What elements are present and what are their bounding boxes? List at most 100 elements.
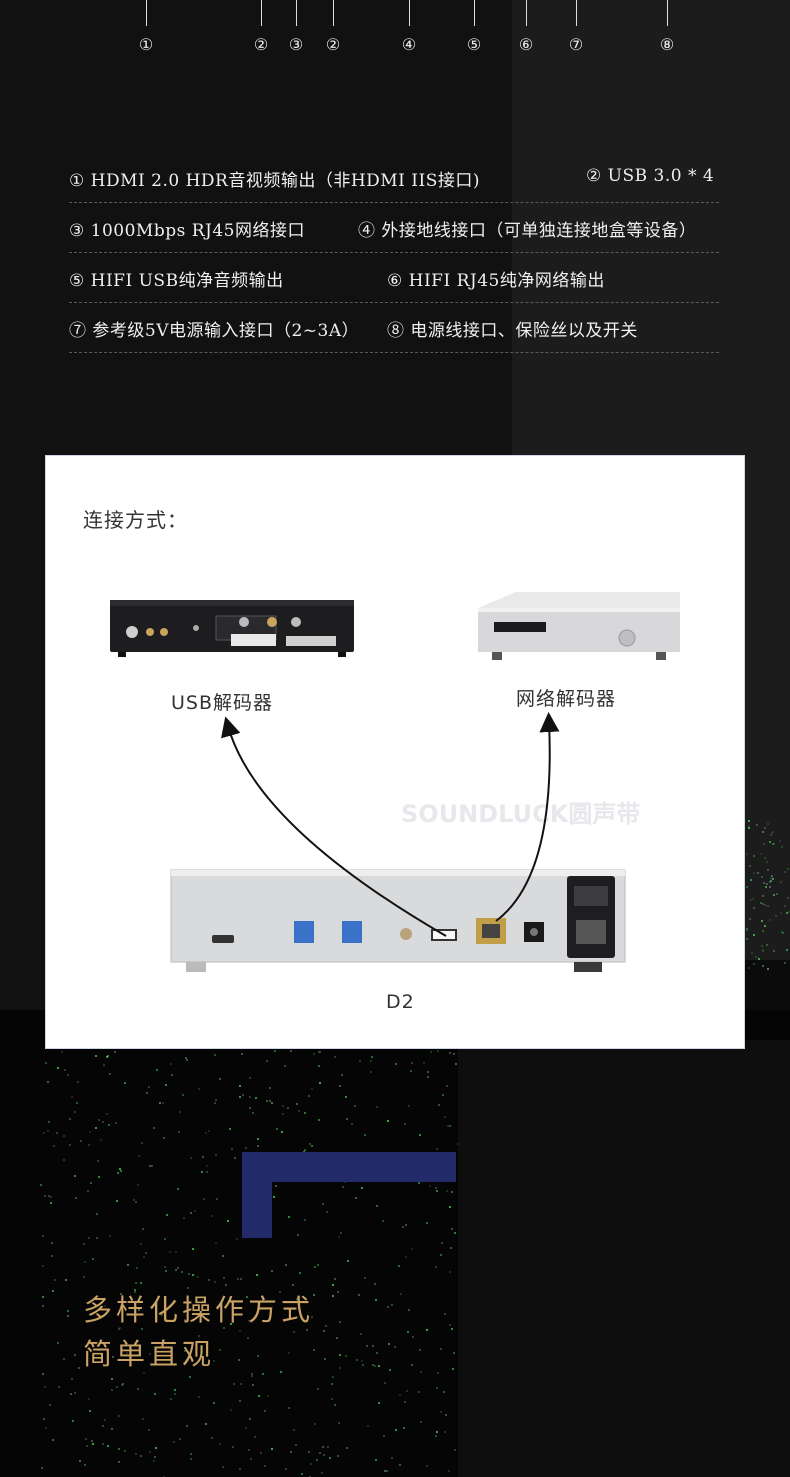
star-dot (164, 1238, 166, 1240)
star-dot (54, 1279, 56, 1281)
star-dot (107, 1445, 109, 1447)
star-dot (71, 1378, 73, 1380)
star-dot (746, 929, 748, 931)
star-dot (391, 1304, 393, 1306)
star-dot (784, 905, 786, 907)
star-dot (762, 930, 764, 932)
star-dot (771, 875, 773, 877)
star-dot (769, 919, 771, 921)
star-dot (751, 952, 753, 954)
star-dot (418, 1391, 420, 1393)
star-dot (331, 1398, 333, 1400)
star-dot (282, 1113, 284, 1115)
star-dot (104, 1419, 106, 1421)
star-dot (100, 1139, 102, 1141)
star-dot (364, 1277, 366, 1279)
star-dot (88, 1237, 90, 1239)
usb-decoder-label: USB解码器 (171, 692, 274, 714)
star-dot (42, 1265, 44, 1267)
star-dot (252, 1384, 254, 1386)
star-dot (317, 1388, 319, 1390)
promo-subline: 简单直观 (83, 1337, 216, 1371)
usb-connection-arrow (221, 716, 447, 937)
star-dot (140, 1455, 142, 1457)
star-dot (48, 1121, 50, 1123)
star-dot (52, 1439, 54, 1441)
star-dot (58, 1386, 60, 1388)
star-dot (67, 1315, 69, 1317)
star-dot (74, 1354, 76, 1356)
connection-diagram-card: 连接方式： SOUNDLUCK圆声带 (45, 455, 745, 1049)
star-dot (222, 1255, 224, 1257)
star-dot (190, 1157, 192, 1159)
star-dot (334, 1404, 336, 1406)
star-dot (395, 1063, 397, 1065)
star-dot (208, 1130, 210, 1132)
star-dot (388, 1343, 390, 1345)
star-dot (779, 840, 781, 842)
star-dot (117, 1172, 119, 1174)
star-dot (454, 1232, 456, 1234)
star-dot (273, 1196, 275, 1198)
star-dot (786, 912, 788, 914)
star-dot (276, 1128, 278, 1130)
star-dot (290, 1050, 292, 1052)
star-dot (405, 1256, 407, 1258)
star-dot (134, 1291, 136, 1293)
star-dot (141, 1328, 143, 1330)
star-dot (767, 968, 769, 970)
star-dot (89, 1131, 91, 1133)
port-number-7: ⑦ (568, 35, 584, 54)
star-dot (780, 912, 782, 914)
star-dot (405, 1224, 407, 1226)
star-dot (336, 1337, 338, 1339)
network-connection-arrow (495, 712, 560, 922)
star-dot (370, 1060, 372, 1062)
star-dot (314, 1266, 316, 1268)
star-dot (426, 1465, 428, 1467)
star-dot (98, 1119, 100, 1121)
star-dot (457, 1143, 458, 1145)
star-dot (74, 1111, 76, 1113)
star-dot (201, 1171, 203, 1173)
star-dot (444, 1116, 446, 1118)
star-dot (753, 963, 755, 965)
star-dot (85, 1438, 87, 1440)
star-dot (322, 1203, 324, 1205)
star-dot (69, 1144, 71, 1146)
star-dot (750, 899, 752, 901)
star-dot (455, 1063, 457, 1065)
star-dot (767, 823, 769, 825)
port-number-6: ⑥ (518, 35, 534, 54)
callout-line (526, 0, 527, 26)
star-dot (313, 1349, 315, 1351)
star-dot (95, 1055, 97, 1057)
star-dot (296, 1298, 298, 1300)
star-dot (141, 1142, 143, 1144)
star-dot (764, 904, 766, 906)
spec-hifi-rj45: ⑥ HIFI RJ45纯净网络输出 (387, 271, 605, 291)
star-dot (271, 1270, 273, 1272)
star-dot (98, 1349, 100, 1351)
star-dot (304, 1149, 306, 1151)
star-dot (76, 1102, 78, 1104)
star-dot (324, 1358, 326, 1360)
star-dot (162, 1102, 164, 1104)
star-dot (198, 1396, 200, 1398)
star-dot (301, 1473, 303, 1475)
star-dot (430, 1051, 432, 1053)
star-dot (775, 915, 777, 917)
star-dot (753, 855, 755, 857)
star-dot (766, 944, 768, 946)
star-dot (756, 824, 758, 826)
star-dot (205, 1423, 207, 1425)
star-dot (453, 1053, 455, 1055)
star-dot (339, 1085, 341, 1087)
star-dot (122, 1383, 124, 1385)
star-dot (103, 1064, 105, 1066)
star-dot (746, 928, 748, 930)
star-dot (77, 1081, 79, 1083)
star-dot (174, 1393, 176, 1395)
star-dot (222, 1466, 224, 1468)
star-dot (436, 1148, 438, 1150)
